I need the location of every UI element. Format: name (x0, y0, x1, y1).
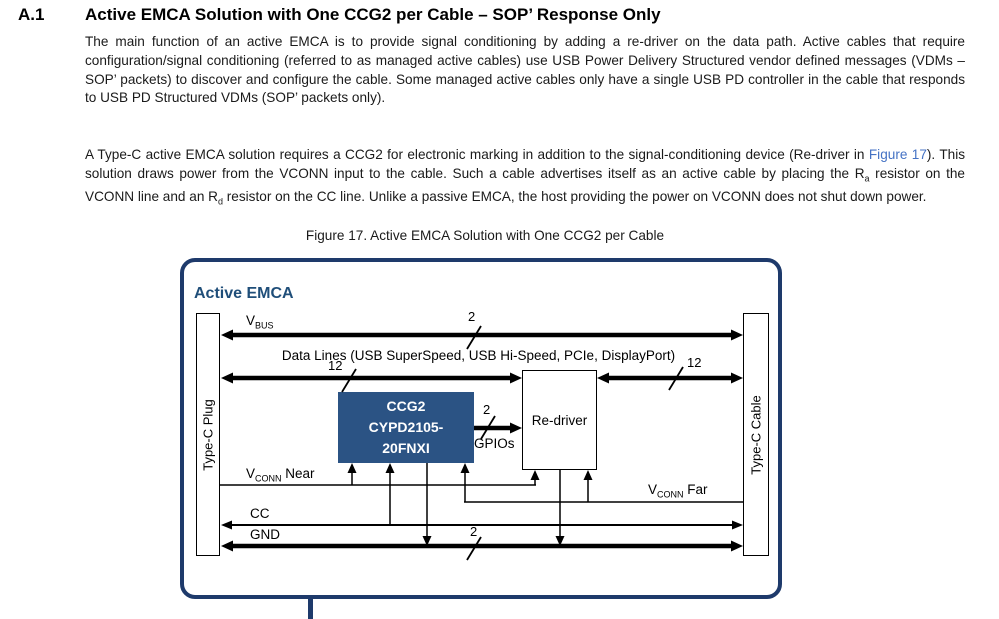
frame-bottom-tick (308, 598, 313, 619)
type-c-cable-label: Type-C Cable (748, 394, 764, 475)
gnd-label: GND (250, 527, 280, 542)
data-lines-label: Data Lines (USB SuperSpeed, USB Hi-Speed… (281, 348, 676, 363)
type-c-plug-box: Type-C Plug (196, 313, 220, 556)
type-c-cable-box: Type-C Cable (743, 313, 769, 556)
paragraph-2-part4: resistor on the CC line. Unlike a passiv… (223, 189, 927, 205)
vconn-near-label: VCONN Near (246, 466, 315, 484)
section-number: A.1 (18, 5, 45, 24)
subscript-d: d (217, 197, 223, 208)
redriver-box: Re-driver (522, 370, 597, 470)
ccg2-name: CCG2 (386, 398, 426, 414)
paragraph-2: A Type-C active EMCA solution requires a… (85, 146, 965, 212)
section-title: Active EMCA Solution with One CCG2 per C… (85, 5, 661, 24)
type-c-plug-label: Type-C Plug (200, 398, 216, 471)
ccg2-chip-box: CCG2 CYPD2105- 20FNXI (338, 392, 474, 463)
data-bus-width-left: 12 (328, 358, 343, 373)
subscript-a: a (864, 173, 870, 184)
cc-label: CC (250, 506, 270, 521)
redriver-label: Re-driver (531, 412, 588, 428)
ccg2-part-number-line1: CYPD2105- (368, 419, 444, 435)
figure-17-link[interactable]: Figure 17 (868, 147, 927, 162)
figure-frame (180, 258, 782, 599)
paragraph-2-part2: ). This solution draws power from the VC… (85, 147, 966, 181)
paragraph-1: The main function of an active EMCA is t… (85, 34, 965, 106)
paragraph-2-part1: A Type-C active EMCA solution requires a… (85, 147, 869, 162)
gpios-label: GPIOs (474, 436, 515, 451)
vconn-far-label: VCONN Far (648, 482, 708, 500)
figure-caption: Figure 17. Active EMCA Solution with One… (305, 228, 665, 243)
paragraph-2-part3: resistor on the VCONN line and an R (85, 165, 965, 205)
gpio-bus-width: 2 (483, 402, 491, 417)
gnd-bus-width: 2 (470, 524, 478, 539)
diagram-title: Active EMCA (194, 285, 294, 302)
vbus-bus-width: 2 (468, 309, 476, 324)
ccg2-part-number-line2: 20FNXI (382, 440, 430, 456)
vbus-label: VBUS (246, 313, 274, 331)
data-bus-width-right: 12 (687, 355, 702, 370)
